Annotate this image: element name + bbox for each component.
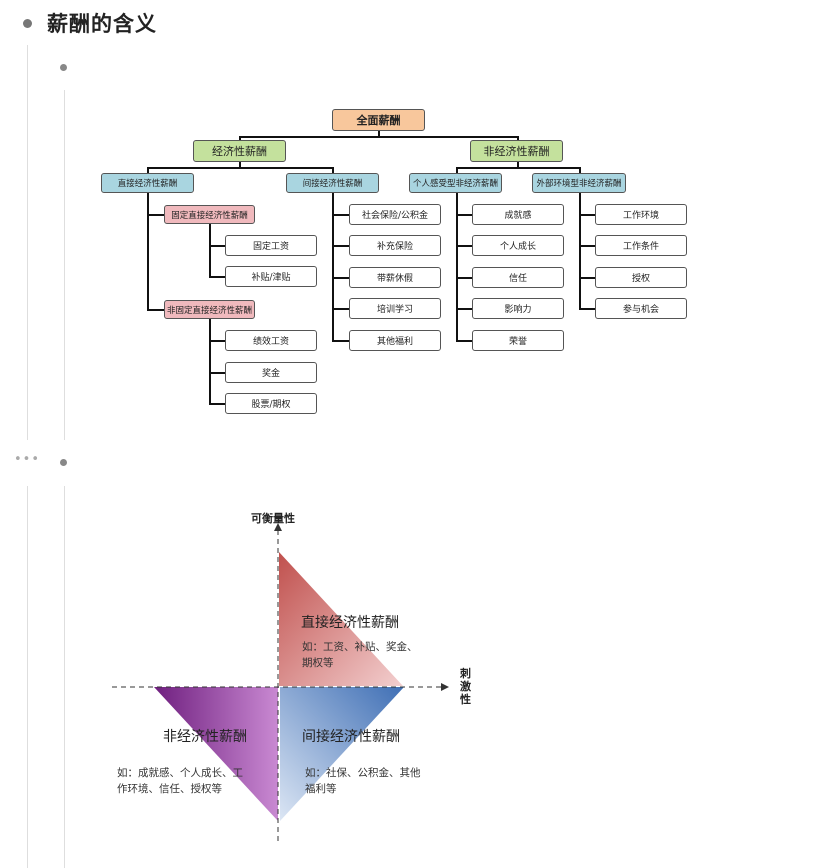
- connector-line: [579, 167, 581, 174]
- outline-guide-line: [64, 486, 65, 868]
- org-leaf: 授权: [595, 267, 687, 288]
- connector-line: [147, 309, 164, 311]
- connector-line: [332, 245, 349, 247]
- direct-economic-triangle: [279, 552, 403, 686]
- indirect-quadrant-title: 间接经济性薪酬: [302, 729, 400, 745]
- page-title: 薪酬的含义: [47, 12, 157, 36]
- connector-line: [209, 403, 225, 405]
- non-economic-quadrant-desc-line2: 作环境、信任、授权等: [117, 783, 222, 795]
- connector-line: [209, 372, 225, 374]
- outline-bullet[interactable]: [60, 459, 67, 466]
- quadrant-graphic: [112, 523, 449, 845]
- org-node-nonfixed: 非固定直接经济性薪酬: [164, 300, 255, 319]
- connector-line: [332, 308, 349, 310]
- org-node-indirect: 间接经济性薪酬: [286, 173, 379, 193]
- connector-line: [579, 193, 581, 309]
- org-leaf: 社会保险/公积金: [349, 204, 441, 225]
- connector-line: [456, 214, 472, 216]
- connector-line: [209, 319, 211, 404]
- connector-line: [456, 167, 458, 174]
- org-leaf: 荣誉: [472, 330, 564, 351]
- outline-guide-line: [64, 90, 65, 440]
- org-leaf: 补贴/津贴: [225, 266, 317, 287]
- org-leaf: 补充保险: [349, 235, 441, 256]
- connector-line: [332, 193, 334, 341]
- org-node-economic: 经济性薪酬: [193, 140, 286, 162]
- org-node-fixed: 固定直接经济性薪酬: [164, 205, 255, 224]
- org-leaf: 股票/期权: [225, 393, 317, 414]
- connector-line: [147, 214, 164, 216]
- org-leaf: 影响力: [472, 298, 564, 319]
- connector-line: [378, 131, 380, 137]
- connector-line: [209, 224, 211, 277]
- connector-line: [209, 245, 225, 247]
- org-node-direct: 直接经济性薪酬: [101, 173, 194, 193]
- connector-line: [209, 340, 225, 342]
- non-economic-quadrant-title: 非经济性薪酬: [163, 729, 247, 745]
- direct-quadrant-title: 直接经济性薪酬: [301, 615, 399, 631]
- more-options-icon[interactable]: •••: [14, 452, 41, 467]
- connector-line: [239, 136, 241, 142]
- connector-line: [517, 136, 519, 142]
- indirect-quadrant-desc-line2: 福利等: [305, 783, 337, 795]
- org-leaf: 信任: [472, 267, 564, 288]
- org-leaf: 带薪休假: [349, 267, 441, 288]
- connector-line: [147, 167, 149, 174]
- connector-line: [456, 167, 579, 169]
- connector-line: [332, 214, 349, 216]
- direct-quadrant-desc-line2: 期权等: [302, 657, 334, 669]
- indirect-economic-triangle: [280, 687, 404, 821]
- connector-line: [456, 308, 472, 310]
- connector-line: [579, 277, 595, 279]
- outline-bullet[interactable]: [60, 64, 67, 71]
- direct-quadrant-desc-line1: 如：工资、补贴、奖金、: [302, 641, 418, 653]
- outline-guide-line: [27, 486, 28, 868]
- org-node-external: 外部环境型非经济薪酬: [532, 173, 626, 193]
- connector-line: [579, 245, 595, 247]
- org-leaf: 参与机会: [595, 298, 687, 319]
- non-economic-quadrant-desc-line1: 如：成就感、个人成长、工: [117, 767, 243, 779]
- outline-guide-line: [27, 45, 28, 440]
- org-node-non-economic: 非经济性薪酬: [470, 140, 563, 162]
- connector-line: [456, 277, 472, 279]
- org-leaf: 工作环境: [595, 204, 687, 225]
- connector-line: [239, 136, 517, 138]
- org-leaf: 个人成长: [472, 235, 564, 256]
- org-node-root: 全面薪酬: [332, 109, 425, 131]
- connector-line: [456, 245, 472, 247]
- org-leaf: 培训学习: [349, 298, 441, 319]
- org-leaf: 奖金: [225, 362, 317, 383]
- x-axis-label: 刺激性: [460, 667, 471, 706]
- connector-line: [456, 193, 458, 341]
- connector-line: [209, 276, 225, 278]
- connector-line: [239, 162, 241, 168]
- connector-line: [147, 193, 149, 310]
- connector-line: [332, 167, 334, 174]
- org-leaf: 成就感: [472, 204, 564, 225]
- org-leaf: 绩效工资: [225, 330, 317, 351]
- indirect-quadrant-desc-line1: 如：社保、公积金、其他: [305, 767, 421, 779]
- connector-line: [579, 308, 595, 310]
- outline-bullet[interactable]: [23, 19, 32, 28]
- org-leaf: 其他福利: [349, 330, 441, 351]
- non-economic-triangle: [154, 687, 278, 821]
- connector-line: [332, 340, 349, 342]
- org-node-personal: 个人感受型非经济薪酬: [409, 173, 502, 193]
- connector-line: [332, 277, 349, 279]
- connector-line: [456, 340, 472, 342]
- connector-line: [147, 167, 332, 169]
- org-leaf: 工作条件: [595, 235, 687, 256]
- connector-line: [579, 214, 595, 216]
- y-axis-label: 可衡量性: [251, 512, 295, 525]
- org-leaf: 固定工资: [225, 235, 317, 256]
- connector-line: [517, 162, 519, 168]
